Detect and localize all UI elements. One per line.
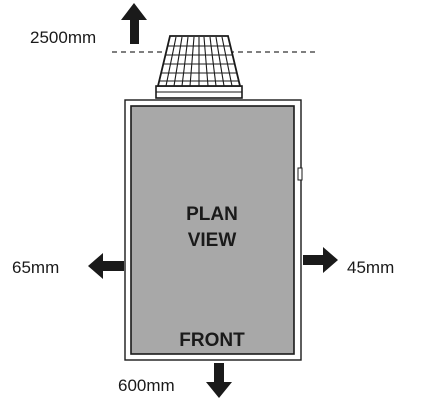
plan-label: PLAN <box>186 204 238 225</box>
top-clearance-label: 2500mm <box>30 28 96 47</box>
right-arrow-icon <box>303 247 338 273</box>
right-clearance-label: 45mm <box>347 258 394 277</box>
bottom-clearance-label: 600mm <box>118 376 175 395</box>
unit-panel <box>130 105 295 355</box>
view-label: VIEW <box>188 230 237 251</box>
front-label: FRONT <box>179 330 245 351</box>
bottom-arrow-icon <box>206 363 232 398</box>
left-clearance-label: 65mm <box>12 258 59 277</box>
top-arrow-icon <box>121 3 147 44</box>
fan-grille-icon <box>155 35 243 99</box>
left-arrow-icon <box>88 253 124 279</box>
side-latch <box>297 167 303 181</box>
